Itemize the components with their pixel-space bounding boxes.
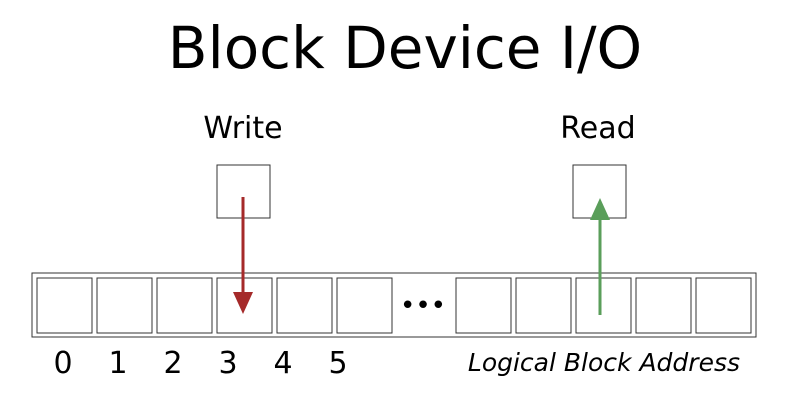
block-cells [36,277,752,334]
read-arrow [590,198,610,315]
logical-block-address-label: Logical Block Address [468,348,740,377]
diagram-title: Block Device I/O [168,14,642,82]
block-ellipsis: ••• [400,291,446,321]
block-index-0: 0 [53,346,72,381]
read-label: Read [560,111,635,146]
write-arrow [233,197,253,314]
block-cell [515,277,572,334]
block-cell [635,277,692,334]
block-cell [36,277,93,334]
block-index-5: 5 [328,346,347,381]
block-index-2: 2 [163,346,182,381]
block-cell [575,277,632,334]
write-label: Write [203,111,282,146]
block-cell [156,277,213,334]
block-array-outline [31,272,757,338]
block-index-4: 4 [273,346,292,381]
block-index-1: 1 [108,346,127,381]
block-cell [455,277,512,334]
block-cell [336,277,393,334]
block-cell [96,277,153,334]
block-cell [695,277,752,334]
block-index-3: 3 [218,346,237,381]
block-cell [276,277,333,334]
